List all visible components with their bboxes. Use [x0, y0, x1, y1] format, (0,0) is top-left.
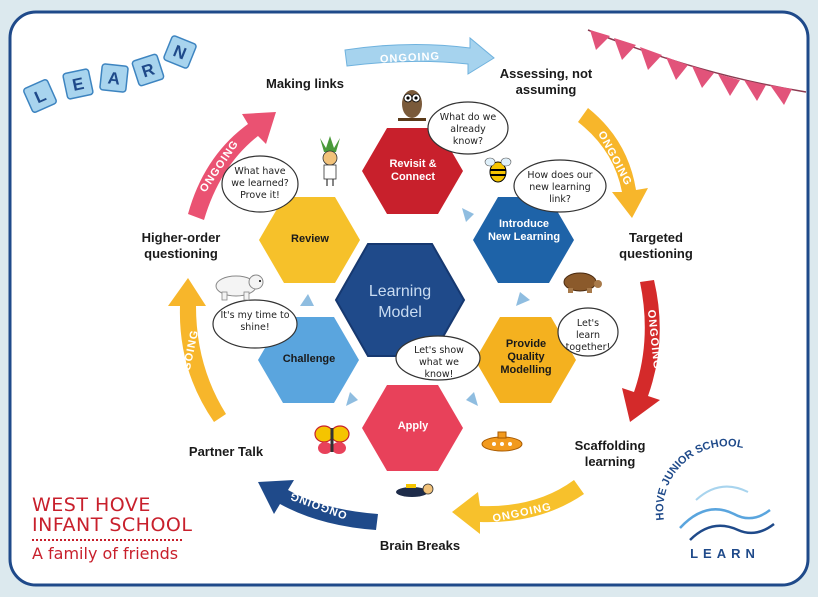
child-with-plant-icon	[320, 136, 340, 186]
school-name-line1: WEST HOVE	[32, 494, 151, 516]
hex-introduce	[473, 197, 574, 283]
ongoing-arrow-right: ONGOING	[622, 280, 663, 422]
submarine-icon	[481, 431, 523, 452]
hex-modelling	[475, 317, 576, 403]
junior-learn-text: LEARN	[690, 546, 760, 561]
hex-label-center: Learning Model	[368, 283, 432, 321]
bubble-text-apply: Let's show what we know!	[414, 345, 464, 380]
label-scaffolding-learning: Scaffolding learning	[574, 438, 646, 469]
butterfly-icon	[314, 425, 350, 454]
hex-label-introduce: Introduce New Learning	[487, 218, 561, 244]
learn-letter: E	[71, 74, 86, 95]
hex-label-apply: Apply	[397, 420, 429, 432]
learn-letter: R	[139, 60, 157, 82]
bubble-apply	[395, 335, 481, 381]
hex-label-modelling: Provide Quality Modelling	[500, 338, 552, 377]
west-hove-logo: WEST HOVE INFANT SCHOOL A family of frie…	[32, 494, 202, 563]
tortoise-icon	[563, 272, 602, 293]
bubble-text-challenge: It's my time to shine!	[220, 310, 290, 333]
bunting-decoration	[587, 29, 807, 105]
hex-revisit	[362, 128, 463, 214]
ongoing-arrow-top: ONGOING	[344, 36, 495, 75]
label-targeted-questioning: Targeted questioning	[619, 230, 693, 261]
hex-label-challenge: Challenge	[282, 353, 336, 365]
bubble-text-introduce: How does our new learning link?	[527, 170, 593, 205]
bubble-modelling	[557, 307, 619, 357]
bubble-text-modelling: Let's learn together!	[565, 318, 611, 353]
label-higher-order-questioning: Higher-order questioning	[141, 230, 221, 261]
label-partner-talk: Partner Talk	[188, 444, 264, 459]
hex-label-review: Review	[291, 233, 329, 245]
owl-icon	[398, 90, 426, 121]
ongoing-text: ONGOING	[380, 50, 441, 65]
school-tagline: A family of friends	[32, 543, 179, 563]
polar-bear-icon	[215, 274, 264, 301]
hex-label-revisit: Revisit & Connect	[389, 158, 437, 184]
bubble-challenge	[212, 299, 298, 349]
bubble-revisit	[427, 101, 509, 155]
hex-apply	[362, 385, 463, 471]
bubble-introduce	[513, 159, 607, 213]
bee-icon	[484, 157, 512, 183]
bubble-text-revisit: What do we already know?	[439, 112, 497, 147]
diver-icon	[396, 483, 434, 497]
bubble-review	[221, 155, 299, 213]
label-making-links: Making links	[265, 76, 345, 91]
hex-review	[259, 197, 360, 283]
hexagon-group	[258, 128, 576, 471]
label-brain-breaks: Brain Breaks	[379, 538, 461, 553]
learn-letter: A	[107, 68, 121, 88]
label-assessing: Assessing, not assuming	[499, 66, 593, 97]
school-name-line2: INFANT SCHOOL	[32, 513, 193, 536]
speech-bubbles	[212, 101, 619, 381]
bubble-text-review: What have we learned? Prove it!	[231, 166, 289, 201]
learn-logo-top: L E A R N	[23, 35, 197, 113]
school-divider	[32, 538, 182, 541]
